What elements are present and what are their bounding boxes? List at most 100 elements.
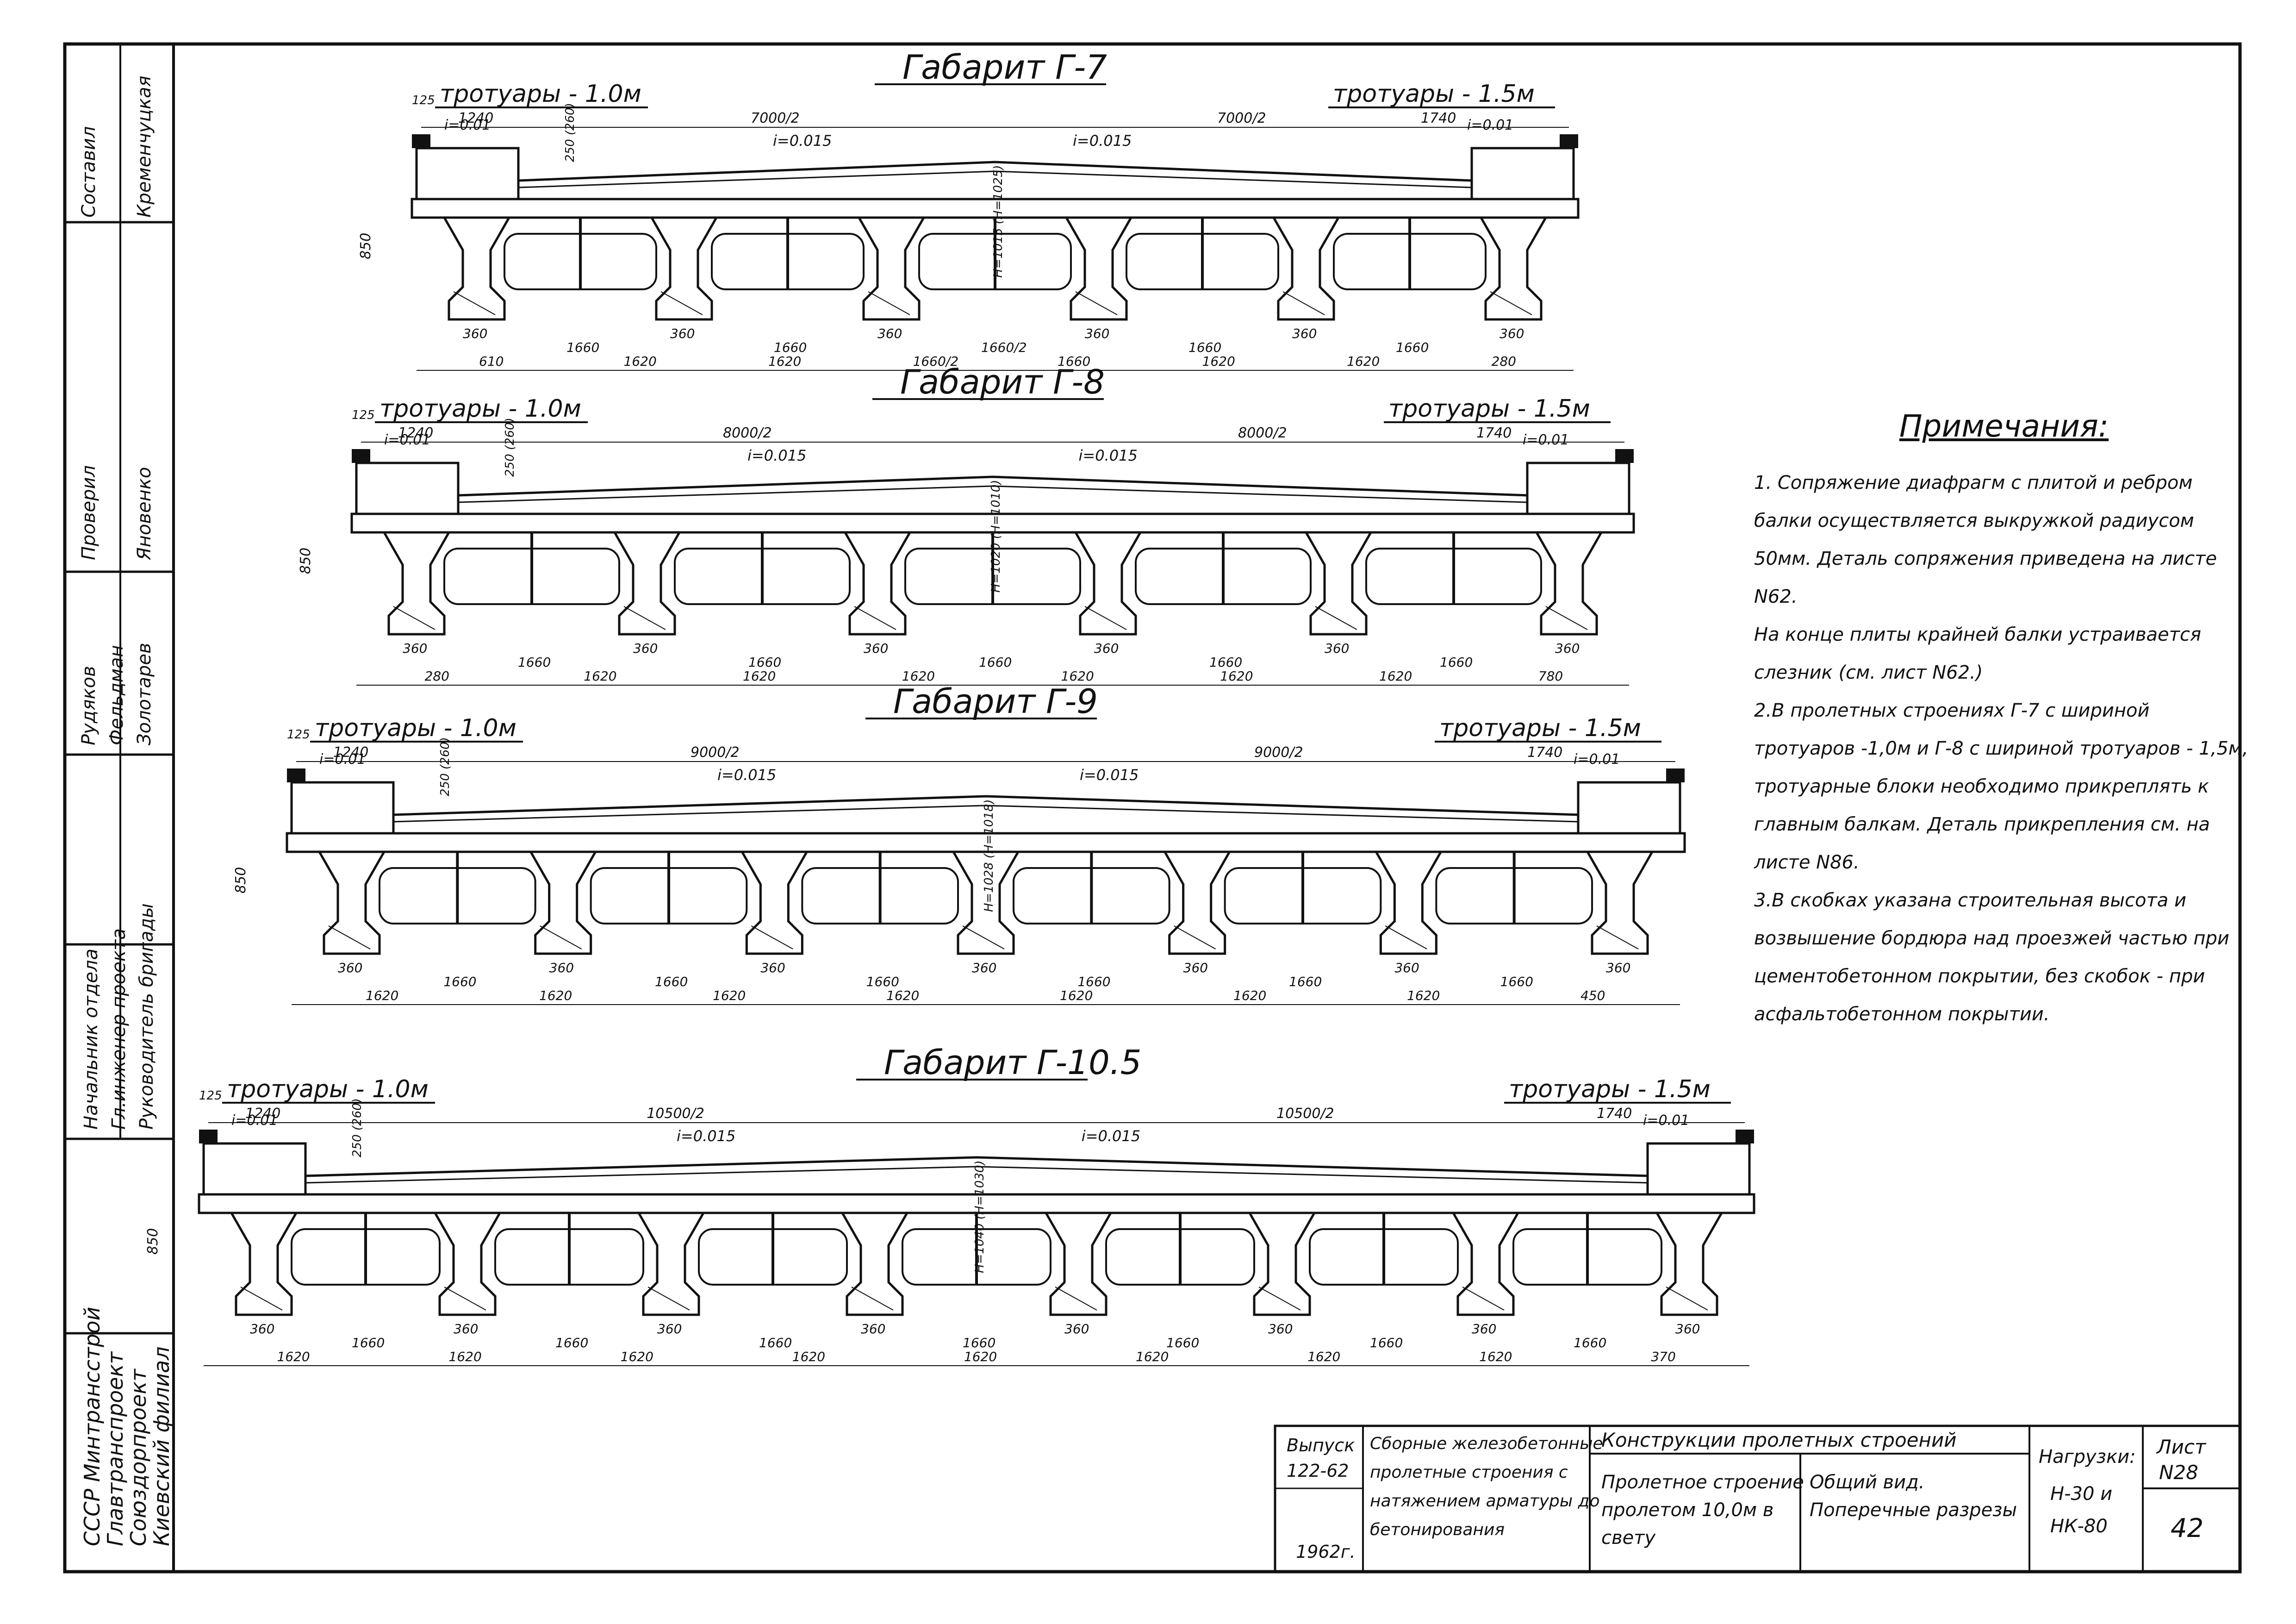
dim-half-right: 8000/2 [1238, 425, 1287, 441]
issue-label: Выпуск [1287, 1435, 1355, 1455]
right-walkway-block [1526, 462, 1630, 515]
dim-half-right: 9000/2 [1254, 744, 1303, 761]
girder [1248, 1212, 1316, 1316]
dim-mid-height: H=1040 (H=1030) [973, 1160, 987, 1273]
left-walkway-label: тротуары - 1.0м [315, 714, 516, 742]
left-walkway-block [355, 462, 460, 515]
girder [741, 851, 808, 955]
dim-bottom: 1620 [743, 668, 776, 684]
dim-rib: 360 [1292, 326, 1317, 341]
girder-hatch [1490, 291, 1532, 315]
dim-curb-height: 250 (260) [350, 1098, 364, 1157]
dim-rib: 360 [861, 1321, 885, 1337]
right-walkway-label: тротуары - 1.5м [1388, 395, 1590, 423]
girder [650, 217, 718, 321]
series-line: бетонирования [1370, 1520, 1505, 1539]
roadway-surface [393, 795, 1579, 816]
dim-spacing: 1660 [748, 655, 781, 670]
girder [383, 531, 450, 636]
dim-rib: 360 [1472, 1321, 1496, 1337]
topic: Конструкции пролетных строений [1601, 1429, 1957, 1451]
series-line: Сборные железобетонные [1370, 1434, 1603, 1453]
dim-spacing: 1660 [1574, 1335, 1606, 1350]
girder-hatch [1315, 606, 1357, 630]
dim-spacing: 1660 [1440, 655, 1473, 670]
issue-number: 122-62 [1287, 1461, 1349, 1481]
girder [1655, 1212, 1723, 1316]
dim-spacing: 1660 [774, 340, 807, 355]
girder [529, 851, 597, 955]
girder-hatch [660, 291, 703, 315]
series-text: Сборные железобетонные пролетные строения… [1370, 1434, 1603, 1539]
left-walkway-block [290, 781, 395, 835]
roadway-layer [305, 1166, 1648, 1184]
dim-spacing: 1660 [979, 655, 1012, 670]
cross-slope-left: i=0.015 [773, 132, 832, 150]
girder [858, 217, 925, 321]
dim-rib: 360 [1064, 1321, 1089, 1337]
girder-hatch [1258, 1287, 1301, 1311]
girder-hatch [1385, 925, 1427, 949]
cross-slope-right: i=0.015 [1073, 132, 1132, 150]
dim-rib: 360 [760, 960, 785, 975]
section-title: Габарит Г-9 [893, 682, 1098, 721]
stamp-role: Составил [78, 126, 100, 218]
girder-hatch [453, 291, 496, 315]
span-line: свету [1601, 1527, 1656, 1549]
dim-bottom: 780 [1538, 668, 1563, 684]
slope-right: i=0.01 [1574, 751, 1620, 768]
dim-bottom: 1620 [1233, 988, 1266, 1003]
slope-right: i=0.01 [1467, 117, 1513, 133]
dim-rib: 360 [877, 326, 902, 341]
loads-2: НК-80 [2050, 1516, 2108, 1537]
girder-hatch [1084, 606, 1127, 630]
dim-spacing: 1660 [1370, 1335, 1403, 1350]
slope-right: i=0.01 [1523, 432, 1569, 448]
girder [1164, 851, 1231, 955]
dim-spacing: 1660/2 [981, 340, 1027, 355]
left-walkway-label: тротуары - 1.0м [227, 1075, 429, 1103]
dim-left-walk: 1240 [245, 1106, 280, 1122]
view-line: Общий вид. [1810, 1472, 1924, 1493]
dim-bottom: 1620 [792, 1349, 825, 1364]
right-walkway-block [1646, 1142, 1751, 1196]
cross-slope-left: i=0.015 [677, 1127, 735, 1145]
girder-hatch [851, 1287, 894, 1311]
stamp-role: Гл.инженер проекта [108, 928, 130, 1130]
girder-hatch [1075, 291, 1118, 315]
dim-bottom: 1620 [584, 668, 616, 684]
dim-rib: 360 [1606, 960, 1630, 975]
stamp-org: Главтранспроект [103, 1351, 128, 1546]
dim-spacing: 1660 [555, 1335, 588, 1350]
girder [952, 851, 1020, 955]
sheet-number: N28 [2159, 1461, 2198, 1484]
dim-rib: 360 [1183, 960, 1208, 975]
girder [637, 1212, 705, 1316]
left-walkway-block [202, 1142, 307, 1196]
right-walkway-label: тротуары - 1.5м [1509, 1075, 1711, 1103]
section-title: Габарит Г-10.5 [884, 1043, 1142, 1082]
girder [1074, 531, 1142, 636]
right-railing-post [1615, 449, 1634, 463]
dim-rib: 360 [250, 1321, 274, 1337]
dim-total-height: 850 [145, 1228, 161, 1255]
roadway-surface [305, 1156, 1648, 1177]
left-walkway-label: тротуары - 1.0м [440, 80, 641, 108]
girder [841, 1212, 908, 1316]
dim-bottom: 1620 [768, 354, 801, 369]
dim-spacing: 1660 [1166, 1335, 1199, 1350]
right-walkway-label: тротуары - 1.5м [1439, 714, 1641, 742]
dim-mid-height: H=1020 (H=1010) [989, 480, 1003, 593]
girder-hatch [1596, 925, 1639, 949]
dim-rib: 360 [670, 326, 695, 341]
slope-left: i=0.01 [444, 117, 491, 133]
dim-spacing: 1660 [352, 1335, 385, 1350]
dim-left-walk: 1240 [458, 110, 493, 126]
series-line: пролетные строения с [1370, 1463, 1568, 1482]
girder [1045, 1212, 1112, 1316]
page-number: 42 [2171, 1513, 2203, 1543]
